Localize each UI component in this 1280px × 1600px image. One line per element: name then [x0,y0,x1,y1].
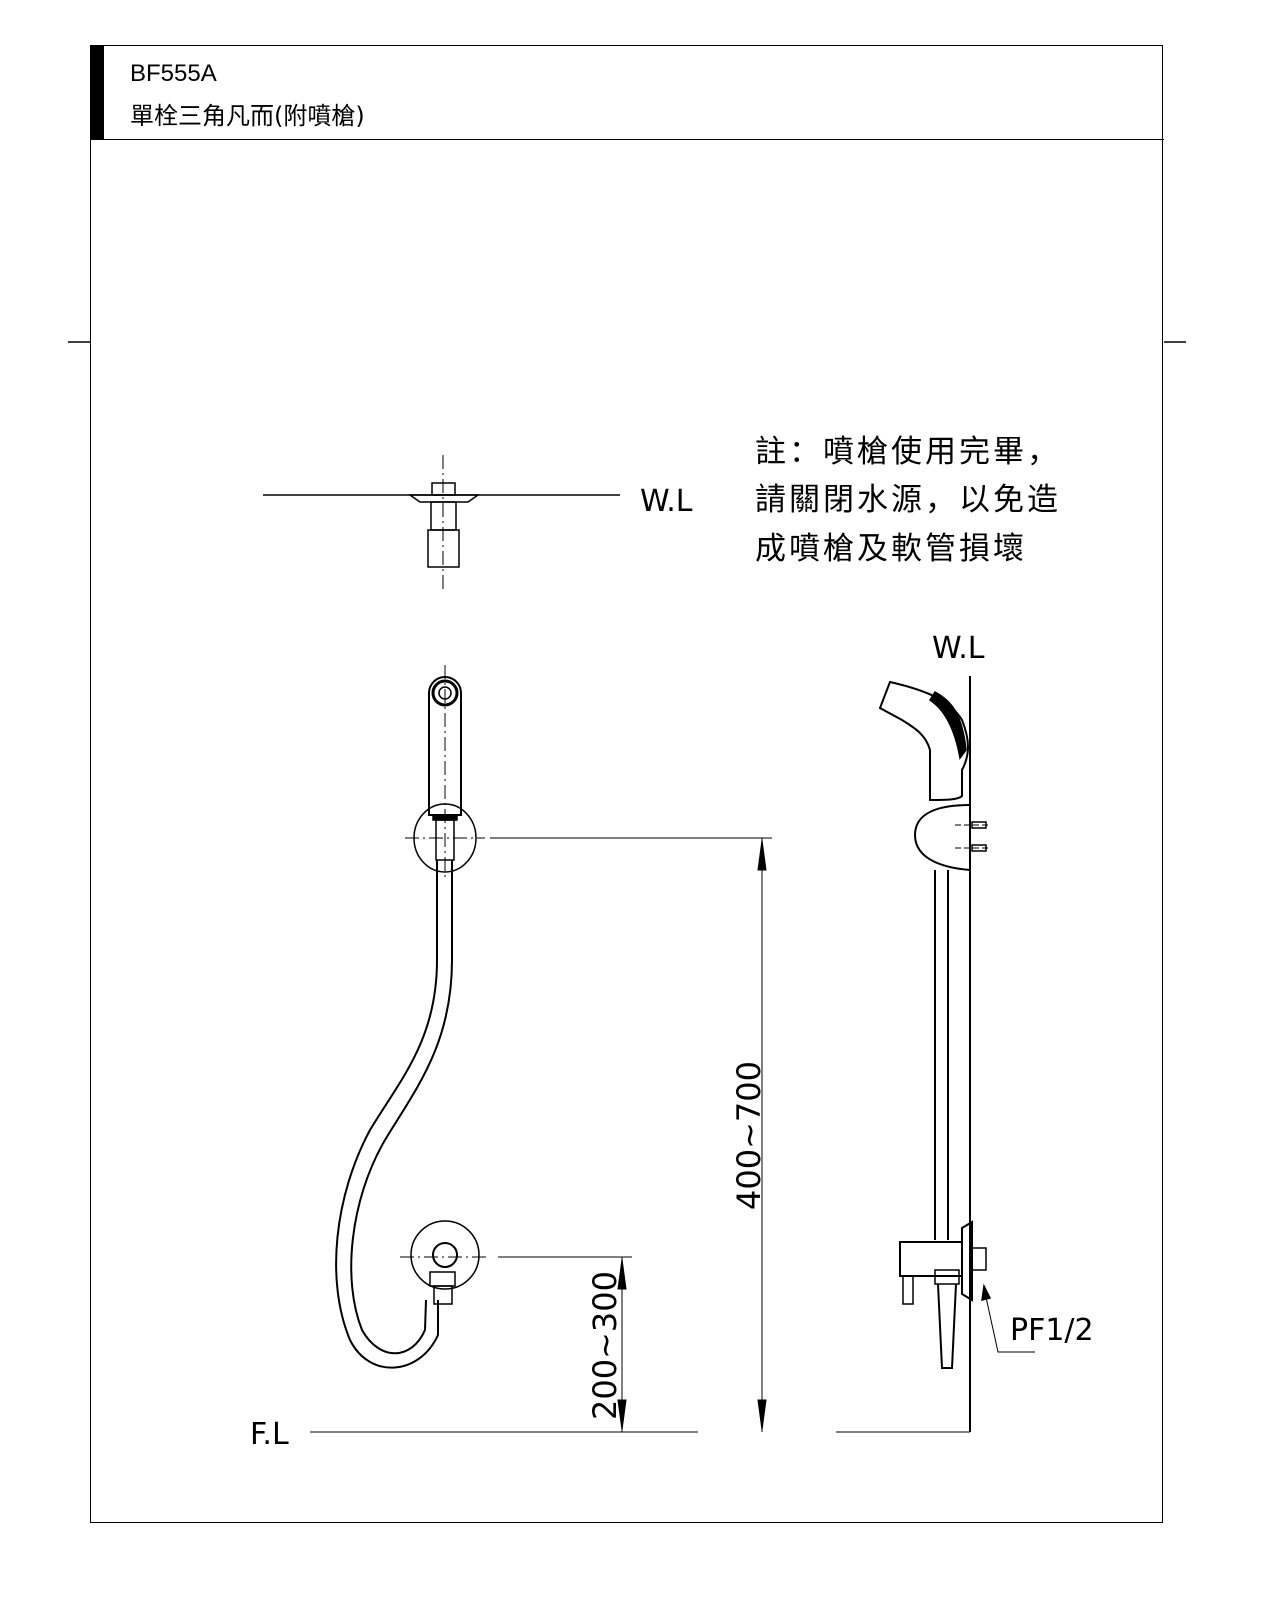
angle-valve [410,1220,480,1290]
dimension-400-700: 400~700 [730,1061,768,1210]
model-number: BF555A [130,60,217,87]
note: 註：噴槍使用完畢， 請關閉水源，以免造 成噴槍及軟管損壞 [755,434,1061,567]
note-line-2: 請關閉水源，以免造 [755,482,1061,518]
front-view [335,665,490,1369]
drawing-frame [90,45,1163,1523]
spray-gun [878,680,969,802]
pf-leader-line [983,1287,1035,1353]
dimension-200-300: 200~300 [586,1271,624,1420]
header-divider [90,139,1164,140]
header-bar [90,45,104,140]
note-line-3: 成噴槍及軟管損壞 [755,531,1027,567]
top-view [263,455,620,590]
wl-label-top: W.L [640,484,693,519]
fl-label: F.L [250,1417,289,1452]
product-description: 單栓三角凡而(附噴槍) [130,102,365,130]
pf-label: PF1/2 [1010,1313,1094,1348]
dimension-lines [310,837,970,1433]
spray-head-icon [431,679,459,707]
side-valve [899,1241,963,1277]
note-line-1: 註：噴槍使用完畢， [755,434,1061,470]
side-view [878,676,990,1432]
hose [335,860,439,1369]
wl-label-side: W.L [932,631,985,666]
